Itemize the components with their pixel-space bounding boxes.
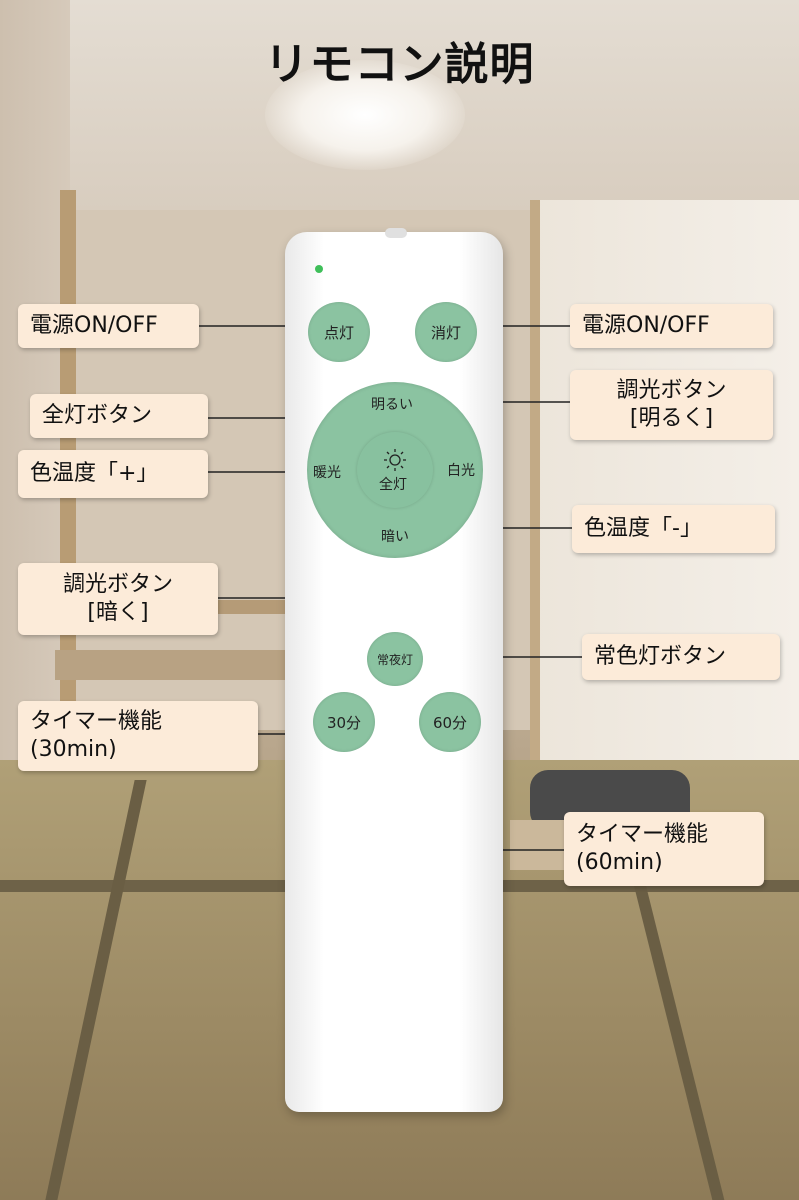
callout-timer30: タイマー機能 (30min) — [18, 701, 258, 771]
indicator-led — [315, 265, 323, 273]
control-dial: 明るい 暖光 白光 暗い 全灯 — [307, 382, 483, 558]
power-on-button[interactable]: 点灯 — [308, 302, 370, 362]
callout-text: 電源ON/OFF — [582, 313, 710, 338]
callout-color-minus: 色温度「-」 — [572, 505, 775, 553]
callout-power-right: 電源ON/OFF — [570, 304, 773, 348]
white-button[interactable]: 白光 — [447, 463, 475, 479]
all-light-button[interactable]: 全灯 — [379, 477, 407, 493]
callout-text: 電源ON/OFF — [30, 313, 158, 338]
warm-button[interactable]: 暖光 — [313, 465, 341, 481]
night-light-button[interactable]: 常夜灯 — [367, 632, 423, 686]
callout-text: (30min) — [30, 737, 117, 762]
ceiling-light — [265, 60, 465, 170]
callout-text: 色温度「+」 — [30, 461, 159, 486]
callout-text: [明るく] — [629, 406, 714, 431]
window-frame — [530, 200, 540, 760]
callout-text: 調光ボタン — [62, 572, 173, 597]
brighter-button[interactable]: 明るい — [371, 397, 413, 413]
timer-60-button[interactable]: 60分 — [419, 692, 481, 752]
callout-text: 全灯ボタン — [42, 403, 153, 428]
callout-night-light: 常色灯ボタン — [582, 634, 780, 680]
callout-text: タイマー機能 — [30, 709, 163, 734]
callout-power-left: 電源ON/OFF — [18, 304, 199, 348]
ir-window — [385, 228, 407, 238]
callout-dim-up: 調光ボタン [明るく] — [570, 370, 773, 440]
callout-timer60: タイマー機能 (60min) — [564, 812, 764, 886]
callout-text: (60min) — [576, 850, 663, 875]
callout-color-plus: 色温度「+」 — [18, 450, 208, 498]
remote-control: 点灯 消灯 明るい 暖光 白光 暗い 全灯 常夜灯 30分 60分 — [285, 228, 503, 1112]
callout-dim-down: 調光ボタン [暗く] — [18, 563, 218, 635]
sun-icon — [384, 449, 406, 471]
callout-text: 常色灯ボタン — [594, 644, 727, 669]
callout-text: 調光ボタン — [616, 378, 727, 403]
low-shelf — [55, 650, 295, 680]
callout-text: 色温度「-」 — [584, 516, 702, 541]
power-off-button[interactable]: 消灯 — [415, 302, 477, 362]
timer-30-button[interactable]: 30分 — [313, 692, 375, 752]
callout-text: [暗く] — [87, 600, 149, 625]
callout-text: タイマー機能 — [576, 822, 709, 847]
page-title: リモコン説明 — [264, 39, 535, 90]
callout-full-light: 全灯ボタン — [30, 394, 208, 438]
darker-button[interactable]: 暗い — [381, 529, 409, 545]
